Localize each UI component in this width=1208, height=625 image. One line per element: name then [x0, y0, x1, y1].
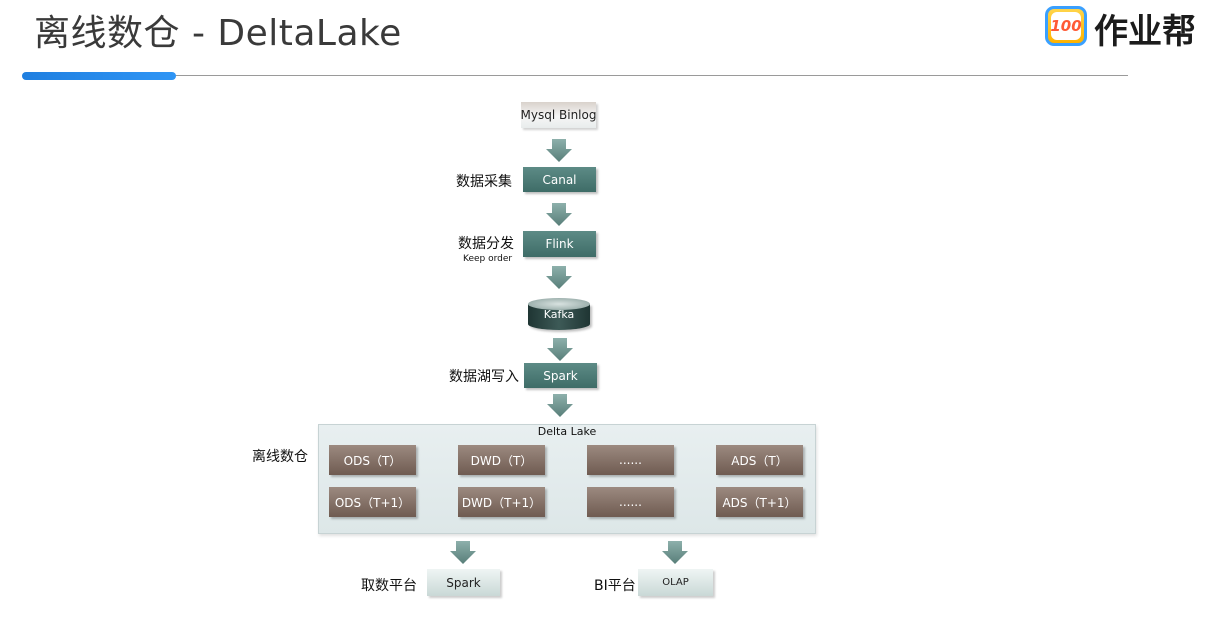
source-mysql-binlog: Mysql Binlog — [521, 102, 596, 128]
dwd-t1-box: DWD（T+1） — [458, 487, 545, 517]
canal-box: Canal — [523, 167, 596, 192]
delta-lake-container — [318, 424, 816, 534]
brand-name: 作业帮 — [1094, 12, 1196, 52]
delta-lake-title: Delta Lake — [537, 425, 597, 438]
fetch-platform-label: 取数平台 — [361, 578, 417, 594]
header-divider — [24, 75, 1128, 76]
flink-box: Flink — [523, 231, 596, 257]
ads-t-box: ADS（T） — [716, 445, 803, 475]
olap-output-box: OLAP — [638, 569, 713, 596]
ads-t1-box: ADS（T+1） — [716, 487, 803, 517]
down-arrow-icon — [546, 203, 572, 226]
down-arrow-icon — [450, 541, 476, 564]
ods-t1-box: ODS（T+1） — [329, 487, 416, 517]
brand-logo-text: 100 — [1050, 12, 1082, 40]
ods-t-box: ODS（T） — [329, 445, 416, 475]
offline-warehouse-label: 离线数仓 — [252, 449, 308, 465]
ellipsis-t1-box: ...... — [587, 487, 674, 517]
dwd-t-box: DWD（T） — [458, 445, 545, 475]
bi-platform-label: BI平台 — [594, 578, 636, 594]
kafka-cylinder: Kafka — [528, 298, 590, 334]
lake-write-label: 数据湖写入 — [449, 369, 519, 385]
keep-order-note: Keep order — [463, 254, 513, 264]
down-arrow-icon — [547, 394, 573, 417]
kafka-label: Kafka — [543, 308, 575, 321]
distribute-label: 数据分发 — [458, 236, 514, 252]
cylinder-top — [528, 298, 590, 310]
brand-logo-icon: 100 — [1045, 6, 1087, 46]
down-arrow-icon — [547, 338, 573, 361]
spark-output-box: Spark — [427, 569, 500, 596]
page-title: 离线数仓 - DeltaLake — [34, 13, 402, 54]
collect-label: 数据采集 — [456, 174, 512, 190]
down-arrow-icon — [546, 266, 572, 289]
header-accent-bar — [22, 72, 176, 80]
ellipsis-t-box: ...... — [587, 445, 674, 475]
down-arrow-icon — [662, 541, 688, 564]
spark-write-box: Spark — [524, 363, 597, 388]
down-arrow-icon — [546, 139, 572, 162]
